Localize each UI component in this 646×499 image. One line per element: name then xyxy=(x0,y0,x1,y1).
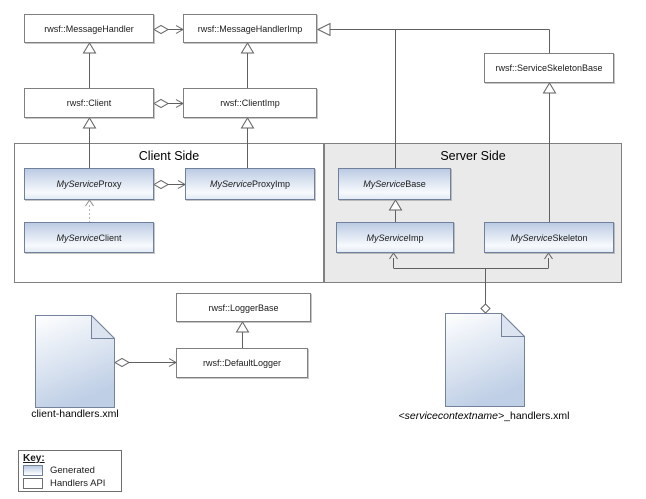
class-my-service-proxy-imp: MyServiceProxyImp xyxy=(185,168,315,200)
class-rwsf-service-skeleton-base: rwsf::ServiceSkeletonBase xyxy=(484,53,614,83)
class-label: MyServiceProxyImp xyxy=(209,179,291,189)
service-handlers-file-icon xyxy=(445,312,526,412)
class-my-service-skeleton: MyServiceSkeleton xyxy=(484,222,614,253)
client-handlers-file-icon xyxy=(35,314,116,413)
legend-item-handlers-api: Handlers API xyxy=(23,477,116,490)
class-rwsf-client: rwsf::Client xyxy=(24,88,154,118)
class-label: rwsf::LoggerBase xyxy=(208,302,279,313)
class-rwsf-client-imp: rwsf::ClientImp xyxy=(183,88,317,118)
generated-swatch xyxy=(23,465,43,476)
class-my-service-proxy: MyServiceProxy xyxy=(24,168,154,200)
class-label: MyServiceImp xyxy=(366,232,424,243)
class-rwsf-message-handler-imp: rwsf::MessageHandlerImp xyxy=(183,14,317,43)
legend-label: Generated xyxy=(50,464,95,476)
class-label: rwsf::MessageHandlerImp xyxy=(197,23,303,34)
class-label: rwsf::DefaultLogger xyxy=(202,358,282,368)
class-rwsf-logger-base: rwsf::LoggerBase xyxy=(176,293,311,322)
class-label: rwsf::ClientImp xyxy=(220,98,280,108)
class-rwsf-message-handler: rwsf::MessageHandler xyxy=(24,14,154,43)
class-label: rwsf::Client xyxy=(66,98,112,108)
class-label: rwsf::MessageHandler xyxy=(44,23,134,34)
client-handlers-file-label: client-handlers.xml xyxy=(31,408,119,420)
server-side-title: Server Side xyxy=(440,149,506,163)
document-icon xyxy=(35,314,116,408)
legend-label: Handlers API xyxy=(50,477,106,489)
document-icon xyxy=(445,312,526,407)
class-label: MyServiceSkeleton xyxy=(510,232,588,243)
class-label: MyServiceClient xyxy=(56,232,122,243)
class-label: MyServiceBase xyxy=(363,179,426,189)
client-side-title: Client Side xyxy=(138,149,200,163)
service-handlers-file-label: <servicecontextname>_handlers.xml xyxy=(398,410,570,422)
client-side-section: Client Side xyxy=(14,143,324,283)
server-side-section: Server Side xyxy=(324,143,622,283)
class-my-service-base: MyServiceBase xyxy=(338,168,451,200)
class-my-service-imp: MyServiceImp xyxy=(336,222,454,253)
class-rwsf-default-logger: rwsf::DefaultLogger xyxy=(176,348,308,378)
class-label: MyServiceProxy xyxy=(56,179,122,189)
legend-title: Key: xyxy=(23,453,45,464)
legend-item-generated: Generated xyxy=(23,464,116,477)
legend: Key: Generated Handlers API xyxy=(18,450,122,492)
handlers-api-swatch xyxy=(23,478,43,489)
class-label: rwsf::ServiceSkeletonBase xyxy=(495,63,603,73)
class-my-service-client: MyServiceClient xyxy=(24,222,154,253)
